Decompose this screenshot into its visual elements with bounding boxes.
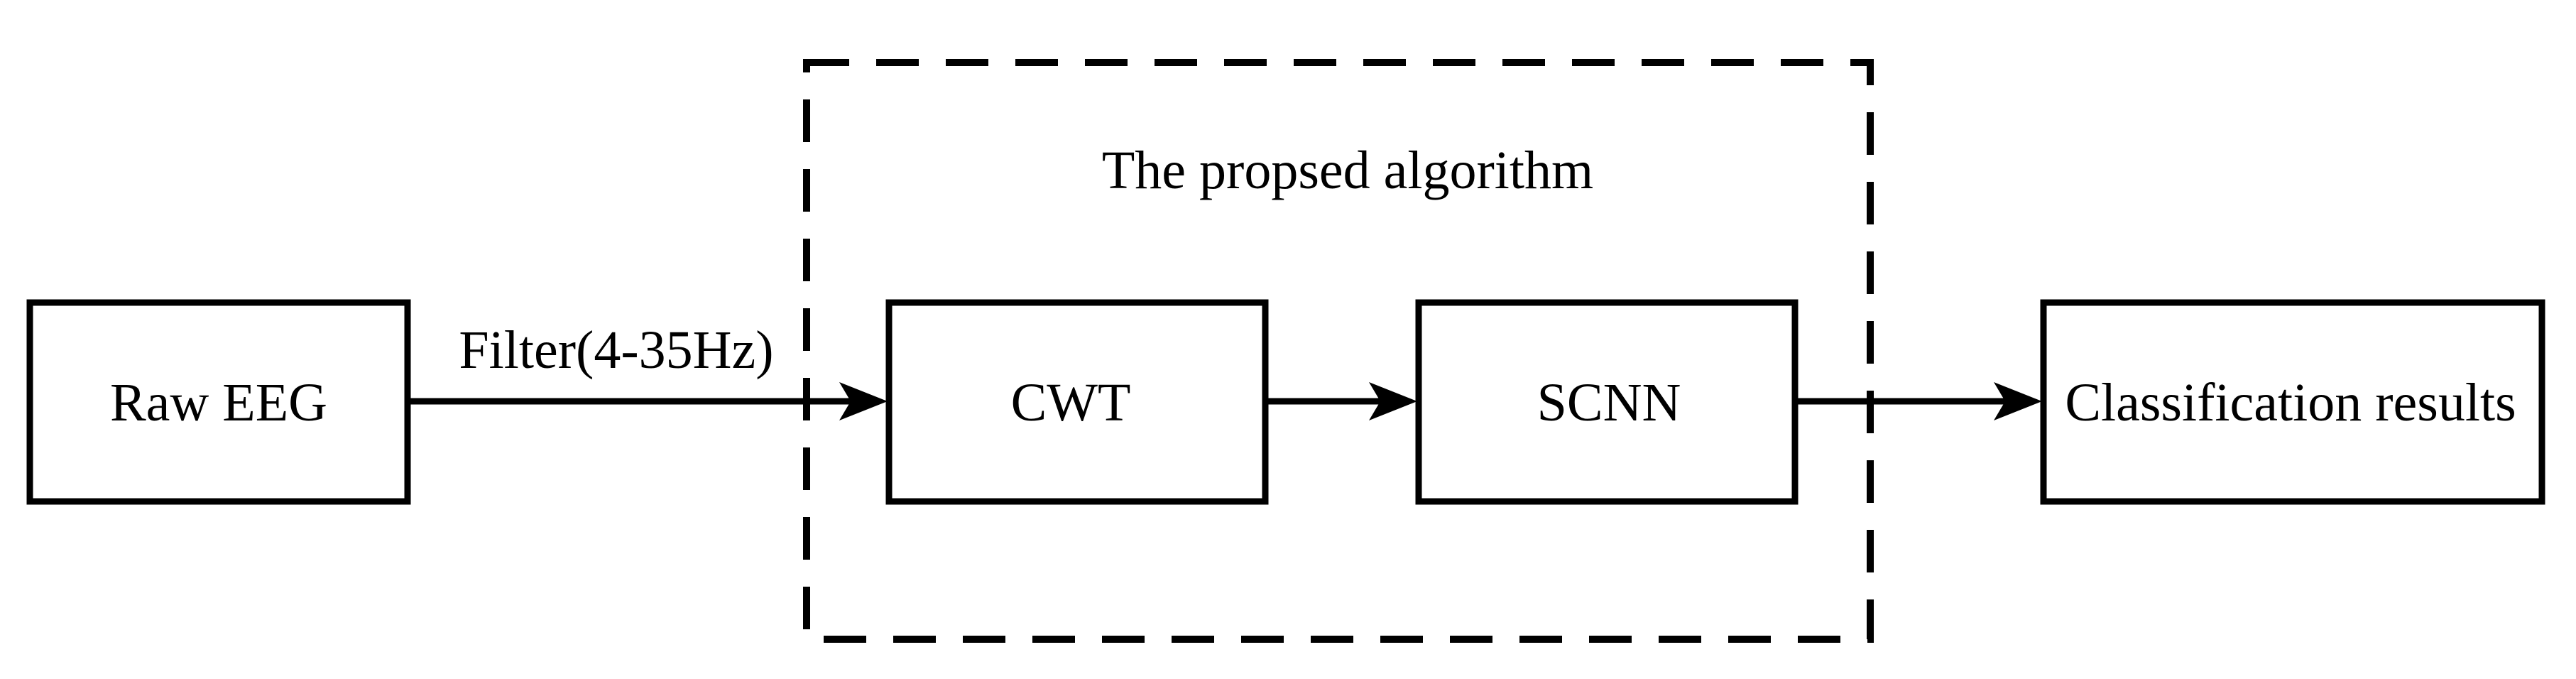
node-scnn-label: SCNN [1537, 373, 1681, 433]
node-classification-results [2040, 299, 2545, 505]
group-title: The propsed algorithm [1102, 141, 1593, 200]
proposed-algorithm-group [803, 59, 1874, 643]
filter-edge-label: Filter(4-35Hz) [459, 320, 773, 380]
node-raw-eeg [26, 299, 411, 505]
node-cwt [885, 299, 1269, 505]
node-cwt-label: CWT [1011, 373, 1131, 433]
arrow-head-scnn-to-classification [1994, 382, 2042, 420]
arrow-head-cwt-to-scnn [1369, 382, 1417, 420]
node-scnn [1415, 299, 1799, 505]
node-classification-results-label: Classification results [2065, 373, 2516, 433]
node-raw-eeg-label: Raw EEG [110, 373, 327, 433]
arrow-head-raw-to-cwt [839, 382, 888, 420]
